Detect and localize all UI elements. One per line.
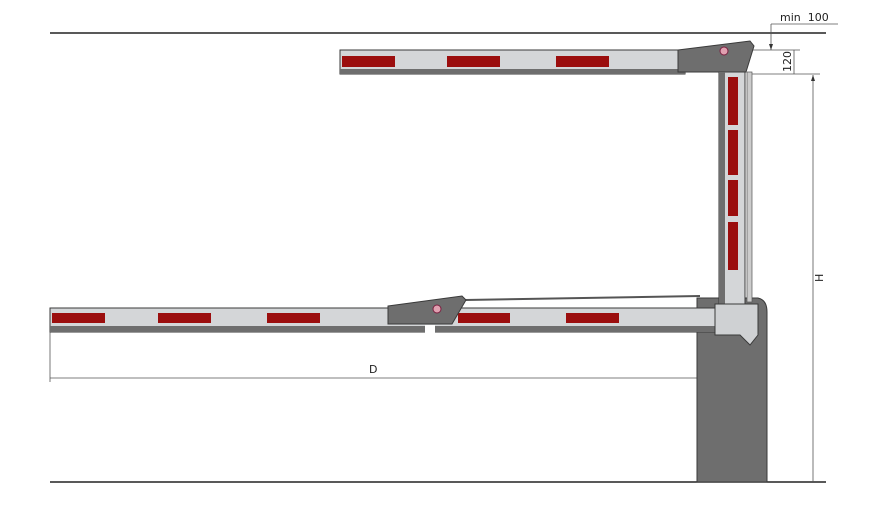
red-stripe	[342, 56, 395, 67]
red-stripe	[566, 313, 619, 323]
offset-label: 120	[781, 51, 794, 72]
hinge-bracket	[677, 40, 755, 73]
red-stripe	[52, 313, 105, 323]
arm-mount	[714, 303, 759, 346]
height-label: H	[813, 274, 826, 282]
min-clearance-dimension: min 100	[769, 11, 838, 50]
hinge-pivot	[432, 304, 442, 314]
vertical-arm	[718, 71, 753, 313]
height-dimension: H	[811, 75, 826, 482]
red-stripe	[447, 56, 500, 67]
upper-arm	[339, 40, 755, 75]
distance-dimension: D	[49, 332, 697, 382]
offset-dimension: 120	[752, 49, 820, 75]
distance-label: D	[369, 363, 377, 376]
red-stripe	[728, 180, 738, 216]
red-stripe	[728, 130, 738, 175]
red-stripe	[556, 56, 609, 67]
red-stripe	[728, 77, 738, 125]
hinge-bracket	[387, 295, 467, 325]
red-stripe	[158, 313, 211, 323]
hinge-pivot	[719, 46, 729, 56]
lower-arm	[49, 295, 759, 346]
min-clearance-label: min 100	[780, 11, 829, 24]
red-stripe	[267, 313, 320, 323]
red-stripe	[728, 222, 738, 270]
red-stripe	[458, 313, 510, 323]
